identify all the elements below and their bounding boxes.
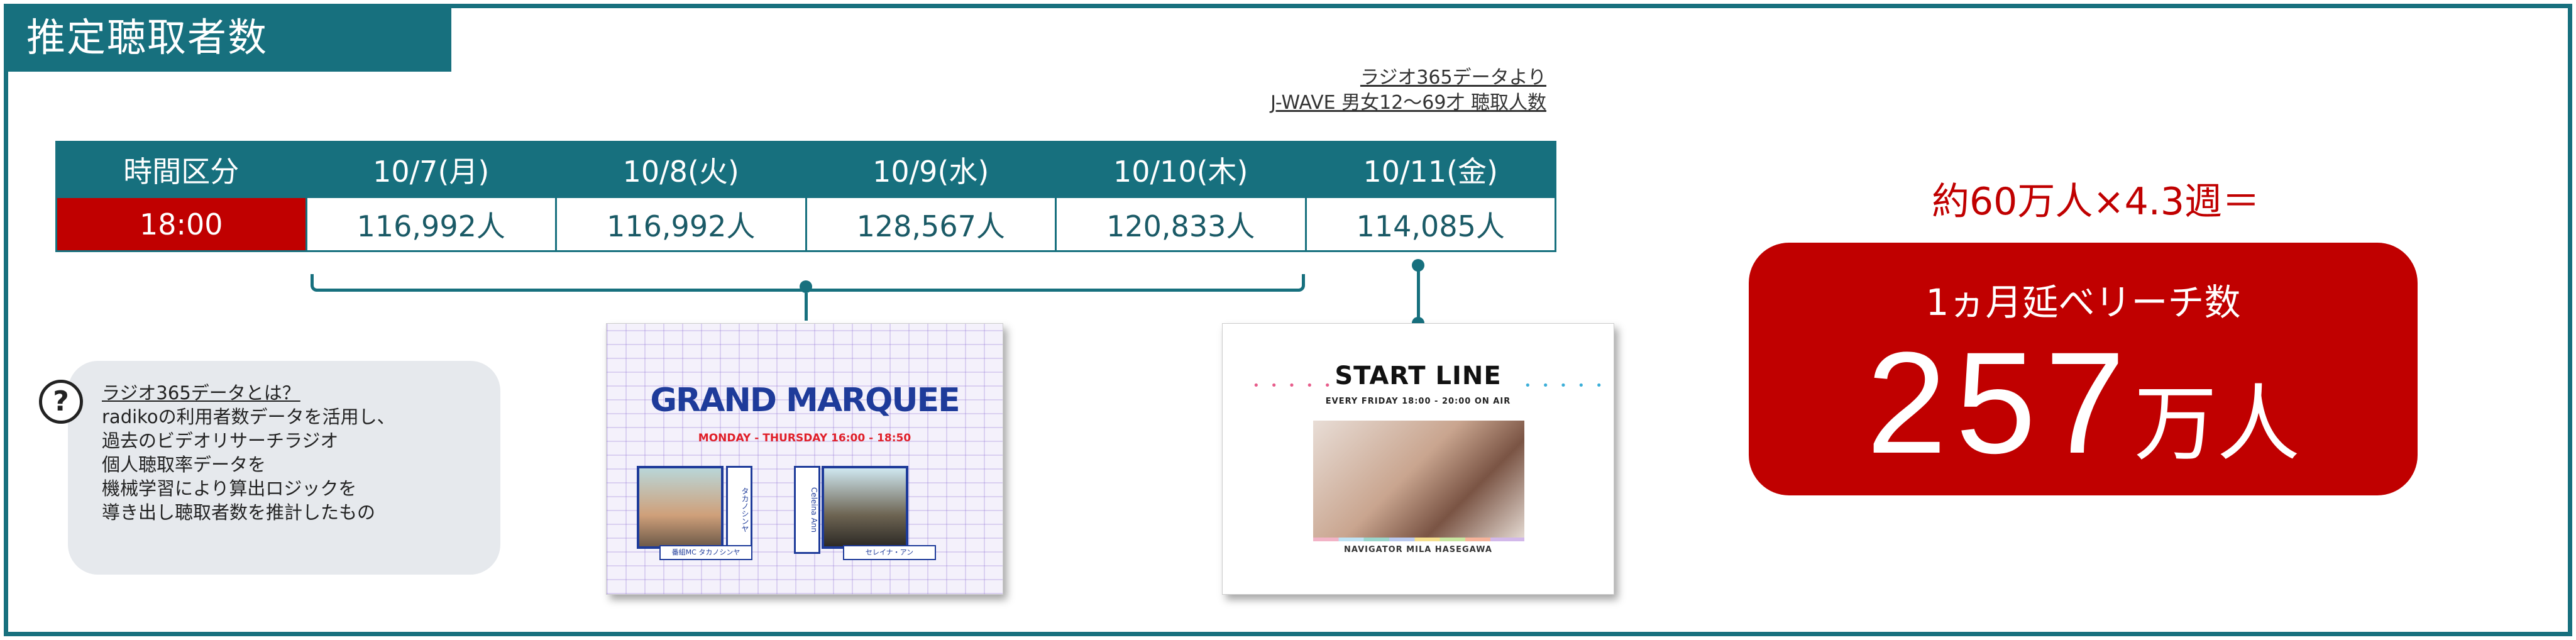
header-date-3: 10/9(水) [805,141,1057,198]
host-2-name: セレイナ・アン [843,545,936,560]
decorative-dots-right: • • • • • [1524,379,1606,392]
host-1-name: 番組MC タカノシンヤ [659,545,752,560]
start-line-schedule: EVERY FRIDAY 18:00 - 20:00 ON AIR [1325,397,1511,406]
navigator-photo [1313,421,1524,538]
time-cell: 18:00 [55,196,307,252]
start-line-card: • • • • • START LINE • • • • • EVERY FRI… [1222,323,1614,595]
data-source-note: ラジオ365データより J-WAVE 男女12～69才 聴取人数 [1157,65,1546,116]
connector-dot-sl-top [1412,259,1424,272]
value-cell-3: 128,567人 [805,196,1057,252]
info-box [68,361,500,575]
page-title: 推定聴取者数 [4,4,451,72]
header-date-2: 10/8(火) [555,141,807,198]
value-cell-2: 116,992人 [555,196,807,252]
monthly-reach-value: 257万人 [1749,331,2418,522]
question-icon: ? [39,380,83,424]
info-title: ラジオ365データとは？ [102,382,300,404]
info-line-3: 個人聴取率データを [102,454,267,475]
color-bar-divider [1313,538,1524,541]
source-line-1: ラジオ365データより [1360,67,1546,89]
value-cell-4: 120,833人 [1055,196,1307,252]
grand-marquee-card: GRAND MARQUEE MONDAY - THURSDAY 16:00 - … [606,323,1003,595]
value-cell-5: 114,085人 [1304,196,1556,252]
header-date-5: 10/11(金) [1304,141,1556,198]
listener-table: 時間区分 10/7(月) 10/8(火) 10/9(水) 10/10(木) 10… [55,141,1556,252]
decorative-dots-left: • • • • • [1253,379,1335,392]
navigator-name: NAVIGATOR MILA HASEGAWA [1344,545,1492,554]
info-text: ラジオ365データとは？ radikoの利用者数データを活用し、 過去のビデオリ… [102,381,492,524]
host-2-vertical-label: Celeina Ann [794,466,820,554]
header-date-1: 10/7(月) [305,141,557,198]
source-line-2: J-WAVE 男女12～69才 聴取人数 [1270,92,1546,114]
host-photo-1 [637,466,724,549]
table-header-row: 時間区分 10/7(月) 10/8(火) 10/9(水) 10/10(木) 10… [55,141,1556,198]
info-line-5: 導き出し聴取者数を推計したもの [102,502,376,523]
monthly-reach-unit: 万人 [2133,376,2300,473]
info-line-1: radikoの利用者数データを活用し、 [102,406,395,428]
connector-line-sl [1417,267,1420,324]
host-1-vertical-label: タカノシンヤ [726,466,752,554]
monthly-reach-number: 257 [1866,322,2134,483]
grand-marquee-logo: GRAND MARQUEE [650,382,960,419]
start-line-logo: START LINE [1335,361,1502,390]
header-date-4: 10/10(木) [1055,141,1307,198]
info-line-2: 過去のビデオリサーチラジオ [102,430,339,451]
table-row: 18:00 116,992人 116,992人 128,567人 120,833… [55,196,1556,252]
connector-dot-gm-top [800,280,812,293]
reach-formula: 約60万人×4.3週＝ [1931,180,2260,224]
monthly-reach-label: 1ヵ月延べリーチ数 [1925,281,2241,324]
value-cell-1: 116,992人 [305,196,557,252]
host-photo-2 [822,466,908,549]
info-line-4: 機械学習により算出ロジックを [102,478,357,499]
grand-marquee-schedule: MONDAY - THURSDAY 16:00 - 18:50 [698,432,911,444]
connector-line-gm [805,293,808,321]
monthly-reach-box: 1ヵ月延べリーチ数 257万人 [1749,243,2418,495]
header-time-slot: 時間区分 [55,141,307,198]
